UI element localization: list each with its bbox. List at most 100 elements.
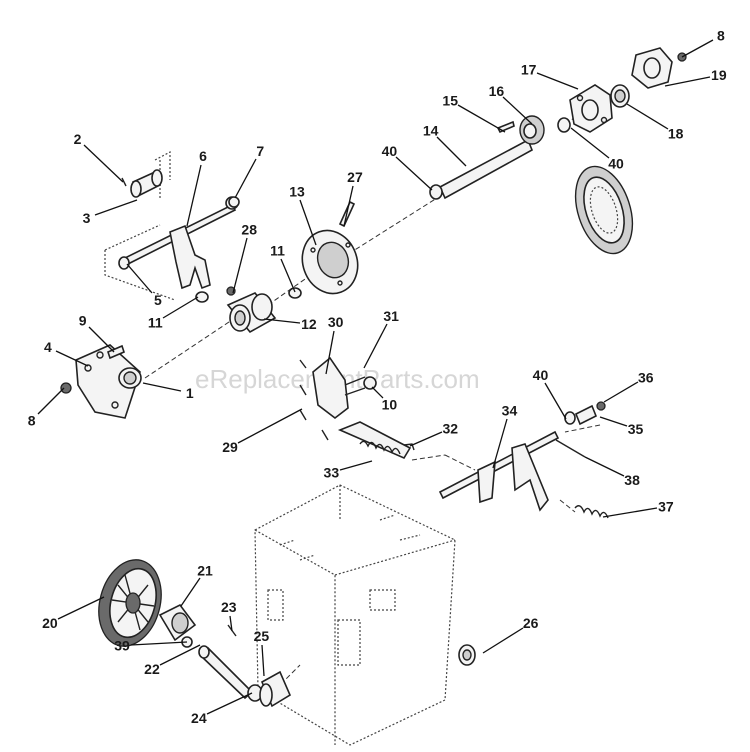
callout-label-c33: 33 — [324, 464, 340, 480]
callout-leader-c2 — [83, 144, 124, 183]
callout-label-c6: 6 — [199, 148, 207, 164]
callout-leader-c32 — [409, 431, 443, 447]
callout-leader-c7 — [234, 158, 257, 199]
callout-label-c39: 39 — [114, 637, 130, 653]
callout-leader-c35 — [599, 416, 628, 427]
callout-leader-c11b — [280, 258, 296, 293]
callout-label-c22: 22 — [144, 661, 160, 677]
frame-bracket — [104, 151, 176, 301]
callout-leader-c34 — [492, 418, 508, 469]
callout-leader-c18 — [626, 103, 669, 130]
callout-leader-c17 — [536, 72, 579, 90]
callout-label-c5: 5 — [154, 292, 162, 308]
part-bearing-flange-4 — [60, 344, 142, 419]
part-plug-26 — [458, 644, 476, 666]
callout-leader-c15 — [457, 104, 506, 133]
callout-leader-c8a — [37, 387, 65, 415]
callout-leader-c19 — [664, 76, 711, 87]
part-bearing-flange-17 — [569, 47, 687, 133]
callout-leader-c5 — [126, 263, 153, 294]
part-hub-12 — [195, 196, 302, 334]
callout-leader-c14 — [436, 136, 467, 167]
callout-label-c19: 19 — [711, 67, 727, 83]
callout-leader-c16 — [502, 96, 533, 125]
callout-leader-c38 — [584, 456, 625, 477]
callout-leader-c33 — [339, 460, 373, 471]
callout-label-c37: 37 — [658, 499, 674, 515]
callout-label-c3: 3 — [83, 210, 91, 226]
callout-leader-c30 — [325, 330, 335, 375]
callout-leader-c36 — [603, 381, 639, 403]
callout-label-c29: 29 — [222, 439, 238, 455]
part-large-gear — [574, 165, 634, 255]
callout-label-c4: 4 — [44, 339, 52, 355]
callout-leader-c13 — [299, 199, 317, 246]
callout-leader-c22 — [159, 644, 201, 666]
callout-label-c24: 24 — [191, 710, 207, 726]
callout-leader-c21 — [180, 577, 201, 607]
callout-label-c31: 31 — [383, 308, 399, 324]
callout-label-c26: 26 — [523, 615, 539, 631]
callout-leader-c3 — [94, 199, 138, 216]
callout-label-c40c: 40 — [533, 367, 549, 383]
callout-leader-c4 — [55, 350, 89, 367]
chassis-housing — [254, 484, 456, 746]
callout-label-c18: 18 — [668, 126, 684, 142]
callout-label-c9: 9 — [79, 313, 87, 329]
callout-label-c40a: 40 — [382, 143, 398, 159]
part-bracket-30 — [299, 356, 377, 441]
callout-label-c38: 38 — [624, 472, 640, 488]
callout-leader-c40b — [570, 127, 610, 159]
callout-label-c23: 23 — [221, 599, 237, 615]
callout-leader-c29 — [237, 408, 303, 444]
callout-label-c17: 17 — [521, 62, 537, 78]
callout-label-c12: 12 — [301, 316, 317, 332]
part-shift-fork-6 — [118, 196, 239, 290]
callout-label-c8b: 8 — [717, 28, 725, 44]
callout-leader-c31 — [363, 323, 388, 369]
callout-label-c32: 32 — [442, 420, 458, 436]
callout-label-c11b: 11 — [270, 243, 285, 259]
callout-leader-c1 — [142, 382, 182, 392]
callout-leader-c8b — [681, 39, 714, 58]
part-pulley-20 — [98, 559, 162, 647]
callout-label-c1: 1 — [186, 385, 194, 401]
callout-label-c13: 13 — [289, 184, 305, 200]
callout-leader-c6 — [186, 164, 202, 227]
callout-leader-c25 — [261, 644, 265, 677]
callout-label-c10: 10 — [382, 396, 398, 412]
callout-label-c20: 20 — [42, 615, 58, 631]
callout-label-c15: 15 — [442, 93, 458, 109]
callout-leader-c27 — [343, 185, 354, 227]
callout-label-c16: 16 — [489, 83, 505, 99]
callout-label-c14: 14 — [423, 123, 439, 139]
callout-label-c34: 34 — [502, 402, 518, 418]
part-bushing-3 — [121, 169, 163, 198]
callout-label-c7: 7 — [256, 143, 264, 159]
callout-label-c27: 27 — [347, 169, 363, 185]
callout-leader-c37 — [602, 507, 658, 518]
callout-leader-c20 — [57, 596, 105, 620]
callout-leader-c23 — [229, 615, 233, 632]
assembly-centerlines — [144, 111, 601, 691]
callout-label-c28: 28 — [241, 221, 257, 237]
callout-leader-c10 — [371, 386, 384, 399]
callout-label-c30: 30 — [328, 314, 344, 330]
callout-leader-c40a — [395, 156, 433, 191]
callout-label-c8a: 8 — [28, 412, 36, 428]
callout-label-c11a: 11 — [148, 315, 163, 331]
callout-label-c40b: 40 — [608, 156, 624, 172]
part-bearing-21 — [158, 603, 197, 648]
callout-label-c36: 36 — [638, 369, 654, 385]
part-axle-22 — [198, 624, 292, 708]
callout-leader-c9 — [88, 326, 115, 353]
callout-leader-c11a — [162, 296, 199, 319]
part-hex-shaft-14 — [429, 115, 571, 200]
callout-leader-c26 — [482, 627, 524, 654]
callout-label-c21: 21 — [197, 563, 213, 579]
part-shift-rod-34 — [438, 401, 609, 519]
callout-label-c2: 2 — [74, 131, 82, 147]
callout-leader-c39 — [130, 641, 188, 646]
